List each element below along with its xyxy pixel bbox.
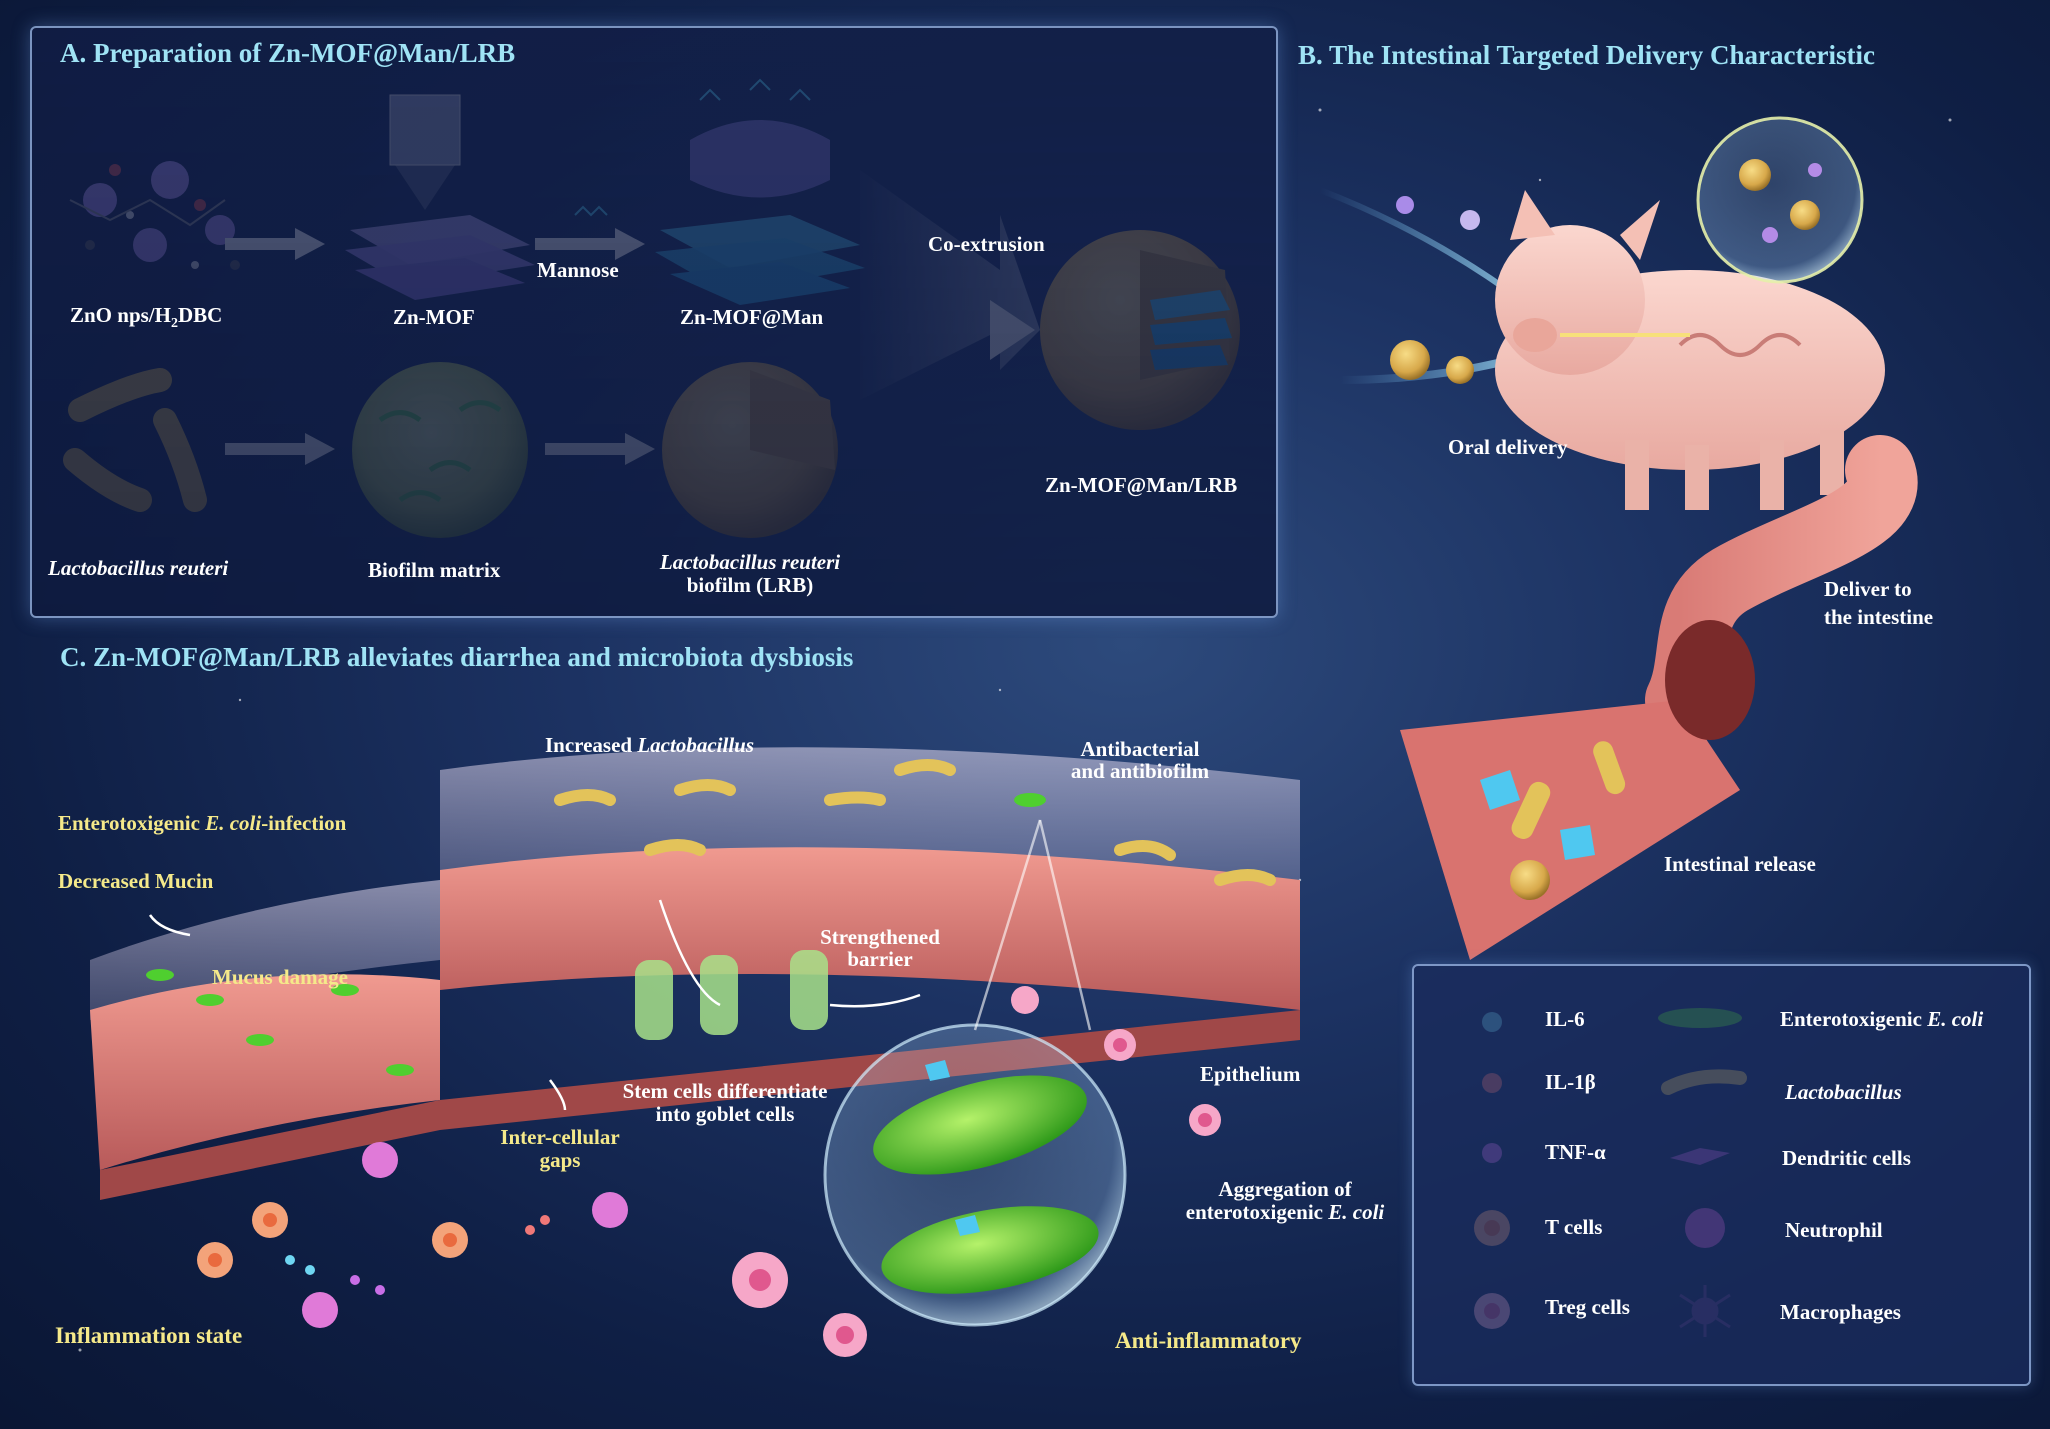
increased-lactobacillus-label: Increased Lactobacillus: [545, 733, 755, 757]
antibacterial-label-line1: Antibacterial: [1080, 737, 1200, 761]
co-extrusion-label: Co-extrusion: [928, 232, 1045, 256]
etec-infection-label: Enterotoxigenic E. coli-infection: [58, 811, 347, 835]
ecoli-in-mucus: [146, 793, 1046, 1076]
immune-cells-right: [732, 986, 1221, 1357]
arrows-c: [148, 819, 1092, 1111]
legend-etec-label: Enterotoxigenic E. coli: [1780, 1007, 1984, 1031]
product-label: Zn-MOF@Man/LRB: [1045, 473, 1238, 497]
deliver-label-line1: Deliver to: [1824, 577, 1912, 601]
zno-label: ZnO nps/H2DBC: [70, 303, 223, 332]
panel-a-box: [30, 26, 1278, 618]
legend-il1b-label: IL-1β: [1545, 1070, 1596, 1094]
legend-il6-label: IL-6: [1545, 1007, 1585, 1031]
legend-box: [1412, 964, 2031, 1386]
legend-macrophages-label: Macrophages: [1780, 1300, 1901, 1324]
legend-tnfa-label: TNF-α: [1545, 1140, 1606, 1164]
legend-dendritic-label: Dendritic cells: [1782, 1146, 1911, 1170]
panel-a-title: A. Preparation of Zn-MOF@Man/LRB: [60, 38, 516, 68]
panel-c-title: C. Zn-MOF@Man/LRB alleviates diarrhea an…: [60, 642, 854, 672]
strengthened-label-line1: Strengthened: [820, 925, 940, 949]
zn-mof-man-label: Zn-MOF@Man: [680, 305, 824, 329]
legend-lactobacillus-label: Lactobacillus: [1785, 1080, 1902, 1104]
panel-b-title: B. The Intestinal Targeted Delivery Char…: [1298, 40, 1875, 70]
oral-delivery-label: Oral delivery: [1448, 435, 1568, 459]
goblet-cells: [635, 950, 828, 1040]
aggregation-label-line2: enterotoxigenic E. coli: [1185, 1200, 1385, 1224]
inflammation-state-label: Inflammation state: [55, 1323, 243, 1348]
immune-cells-left: [197, 1142, 628, 1328]
pig-zoom-bubble: [1696, 116, 1864, 284]
lactobacillus-label: Lactobacillus reuteri: [48, 556, 229, 580]
lrb-label-line2: biofilm (LRB): [686, 573, 814, 597]
epithelium-label: Epithelium: [1200, 1062, 1301, 1086]
ecoli-aggregation-bubble: [823, 1023, 1127, 1327]
intestine-tube: [1400, 435, 1918, 960]
stem-cells-label-line2: into goblet cells: [655, 1102, 795, 1126]
panel-b-illustration: [1318, 116, 1918, 960]
strengthened-label-line2: barrier: [847, 947, 913, 971]
legend-neutrophil-label: Neutrophil: [1785, 1218, 1883, 1242]
aggregation-label-line1: Aggregation of: [1218, 1177, 1352, 1201]
legend-treg-label: Treg cells: [1545, 1295, 1630, 1319]
lrb-label-line1: Lactobacillus reuteri: [659, 550, 841, 574]
mucus-damage-label: Mucus damage: [212, 965, 348, 989]
gaps-label-line2: gaps: [539, 1148, 581, 1172]
antibacterial-label-line2: and antibiofilm: [1070, 759, 1210, 783]
zn-mof-label: Zn-MOF: [393, 305, 475, 329]
stem-cells-label-line1: Stem cells differentiate: [622, 1079, 828, 1103]
gaps-label-line1: Inter-cellular: [500, 1125, 620, 1149]
panel-c-illustration: [90, 747, 1300, 1357]
mannose-label: Mannose: [537, 258, 619, 282]
intestinal-release-label: Intestinal release: [1664, 852, 1816, 876]
biofilm-matrix-label: Biofilm matrix: [368, 558, 501, 582]
deliver-label-line2: the intestine: [1824, 605, 1934, 629]
lactobacillus-in-mucus: [554, 759, 1276, 886]
anti-inflammatory-label: Anti-inflammatory: [1115, 1328, 1302, 1353]
legend-tcells-label: T cells: [1545, 1215, 1603, 1239]
pig-icon: [1495, 190, 1885, 510]
decreased-mucin-label: Decreased Mucin: [58, 869, 214, 893]
